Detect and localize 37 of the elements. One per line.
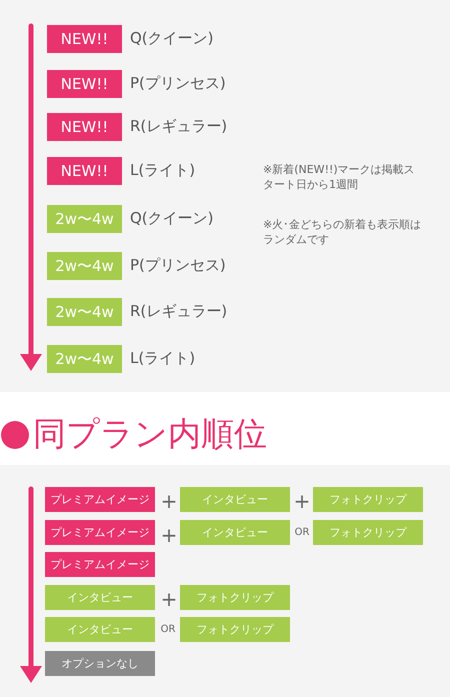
option-badge: プレミアムイメージ [45, 552, 155, 577]
option-badge: 2w〜4w [47, 252, 122, 280]
option-badge: インタビュー [180, 520, 290, 545]
plus-sign: + [160, 586, 178, 613]
option-badge: 2w〜4w [47, 205, 122, 233]
option-badge: NEW!! [47, 25, 122, 53]
option-badge: フォトクリップ [313, 487, 423, 512]
option-badge: インタビュー [45, 585, 155, 610]
plan-name: R(レギュラー) [130, 117, 228, 136]
option-badge: フォトクリップ [313, 520, 423, 545]
plan-name: Q(クイーン) [130, 29, 214, 48]
plan-name: Q(クイーン) [130, 209, 214, 228]
option-badge: 2w〜4w [47, 345, 122, 373]
option-badge: フォトクリップ [180, 585, 290, 610]
plan-name: L(ライト) [130, 349, 196, 368]
plan-name: R(レギュラー) [130, 302, 228, 321]
option-badge: NEW!! [47, 157, 122, 185]
option-badge: プレミアムイメージ [45, 520, 155, 545]
plus-sign: + [160, 488, 178, 515]
option-badge: NEW!! [47, 113, 122, 141]
option-badge: インタビュー [45, 617, 155, 642]
option-badge: プレミアムイメージ [45, 487, 155, 512]
option-badge: 2w〜4w [47, 298, 122, 326]
plan-name: L(ライト) [130, 161, 196, 180]
plan-name: P(プリンセス) [130, 256, 226, 275]
note-text: ※火･金どちらの新着も表示順はランダムです [263, 218, 422, 248]
plus-sign: + [160, 522, 178, 549]
option-badge: NEW!! [47, 70, 122, 98]
or-text: OR [160, 623, 176, 636]
note-text: ※新着(NEW!!)マークは掲載スタート日から1週間 [263, 163, 416, 193]
section-heading: 同プラン内順位 [33, 413, 268, 455]
option-badge: インタビュー [180, 487, 290, 512]
option-badge: フォトクリップ [180, 617, 290, 642]
plan-name: P(プリンセス) [130, 74, 226, 93]
option-badge: オプションなし [45, 651, 155, 676]
plus-sign: + [292, 488, 312, 515]
or-text: OR [294, 526, 310, 540]
